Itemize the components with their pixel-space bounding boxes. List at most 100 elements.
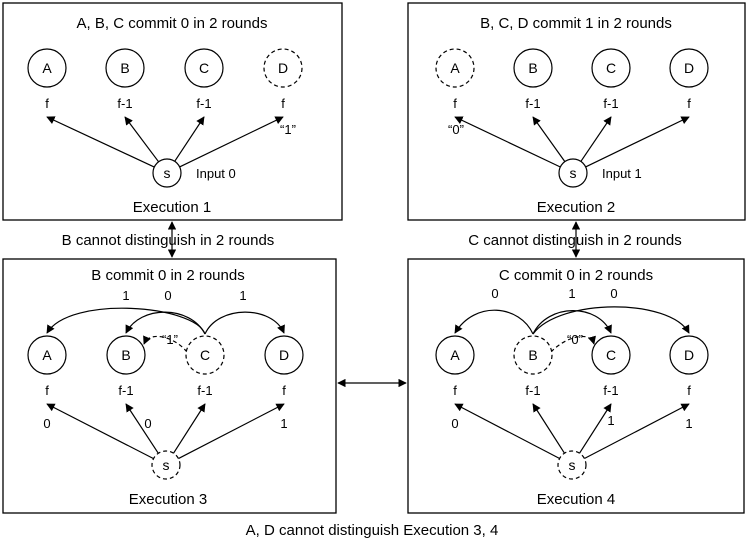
edge-s-to-d — [178, 403, 285, 460]
node-label: A — [42, 347, 52, 363]
node-label: A — [450, 347, 460, 363]
node-c — [591, 335, 631, 375]
node-label: D — [684, 60, 694, 76]
node-b — [105, 48, 145, 88]
node-fault-label: f-1 — [603, 96, 618, 111]
node-label: D — [684, 347, 694, 363]
edge-s-to-c — [580, 116, 612, 162]
panel-caption: Execution 4 — [537, 491, 615, 508]
source-edge-label: 0 — [43, 416, 50, 431]
node-label: D — [279, 347, 289, 363]
node-c — [184, 48, 224, 88]
edge-c-to-a — [46, 307, 206, 335]
edge-s-to-c — [579, 403, 612, 454]
panel-title: B, C, D commit 1 in 2 rounds — [480, 15, 672, 32]
panel-frame-execution-4 — [407, 258, 745, 514]
input-label: Input 0 — [196, 166, 236, 181]
panel-title: B commit 0 in 2 rounds — [91, 267, 244, 284]
source-node — [557, 450, 587, 480]
panel-caption: Execution 3 — [129, 491, 207, 508]
node-fault-label: f — [281, 96, 285, 111]
node-label: D — [278, 60, 288, 76]
edge-c-to-d — [204, 311, 285, 335]
panel-frame-execution-3 — [2, 258, 337, 514]
node-b — [513, 335, 553, 375]
source-label: s — [163, 457, 170, 473]
source-label: s — [164, 165, 171, 181]
node-fault-label: f-1 — [197, 383, 212, 398]
source-node — [558, 158, 588, 188]
node-label: A — [42, 60, 52, 76]
source-edge-label: 1 — [607, 413, 614, 428]
panel-frame-execution-1 — [2, 2, 343, 221]
top-edge-label: 1 — [568, 286, 575, 301]
node-fault-label: f — [687, 383, 691, 398]
edge-b-to-d — [532, 306, 690, 335]
panel-frame-execution-2 — [407, 2, 746, 221]
edge-s-to-b — [532, 403, 565, 454]
edge-s-to-b — [532, 116, 566, 162]
node-c — [591, 48, 631, 88]
edge-s-to-a — [454, 116, 561, 168]
top-edge-label: 0 — [164, 288, 171, 303]
source-label: s — [570, 165, 577, 181]
edge-s-to-d — [179, 116, 284, 168]
input-label: Input 1 — [602, 166, 642, 181]
top-edge-label: 1 — [239, 288, 246, 303]
relation-text-exec1-exec3: B cannot distinguish in 2 rounds — [62, 232, 275, 249]
edge-s-to-c — [174, 116, 205, 162]
node-fault-label: f-1 — [117, 96, 132, 111]
edge-s-to-b — [125, 403, 159, 454]
node-label: B — [120, 60, 129, 76]
source-edge-label: “1” — [280, 122, 296, 137]
node-fault-label: f — [45, 383, 49, 398]
top-edge-label: 1 — [122, 288, 129, 303]
source-edge-label: “0” — [448, 122, 464, 137]
panel-title: C commit 0 in 2 rounds — [499, 267, 653, 284]
node-label: C — [200, 347, 210, 363]
node-fault-label: f — [45, 96, 49, 111]
node-d — [669, 48, 709, 88]
edge-s-to-b — [124, 116, 160, 163]
node-fault-label: f-1 — [118, 383, 133, 398]
edge-b-to-a — [454, 309, 534, 335]
node-fault-label: f — [687, 96, 691, 111]
node-a — [27, 48, 67, 88]
node-a — [435, 335, 475, 375]
panel-title: A, B, C commit 0 in 2 rounds — [77, 15, 268, 32]
node-label: C — [199, 60, 209, 76]
node-a — [27, 335, 67, 375]
edge-c-to-b-dashed — [143, 335, 188, 353]
node-b — [513, 48, 553, 88]
edge-b-to-c-dashed — [550, 335, 596, 353]
top-edge-label: 0 — [610, 286, 617, 301]
panel-caption: Execution 2 — [537, 199, 615, 216]
node-d — [669, 335, 709, 375]
top-edge-label: “0” — [567, 332, 583, 347]
node-label: B — [528, 347, 537, 363]
source-node — [151, 450, 181, 480]
edge-s-to-d — [584, 403, 690, 460]
node-b — [106, 335, 146, 375]
node-fault-label: f — [453, 96, 457, 111]
node-a — [435, 48, 475, 88]
node-label: C — [606, 347, 616, 363]
node-fault-label: f-1 — [196, 96, 211, 111]
node-fault-label: f-1 — [525, 383, 540, 398]
edge-s-to-a — [454, 403, 560, 460]
edge-c-to-b — [125, 311, 206, 335]
source-edge-label: 1 — [280, 416, 287, 431]
node-label: A — [450, 60, 460, 76]
node-c — [185, 335, 225, 375]
edge-s-to-a — [46, 116, 155, 168]
source-label: s — [569, 457, 576, 473]
source-edge-label: 0 — [451, 416, 458, 431]
relation-text-exec3-exec4: A, D cannot distinguish Execution 3, 4 — [246, 522, 499, 539]
node-fault-label: f-1 — [525, 96, 540, 111]
